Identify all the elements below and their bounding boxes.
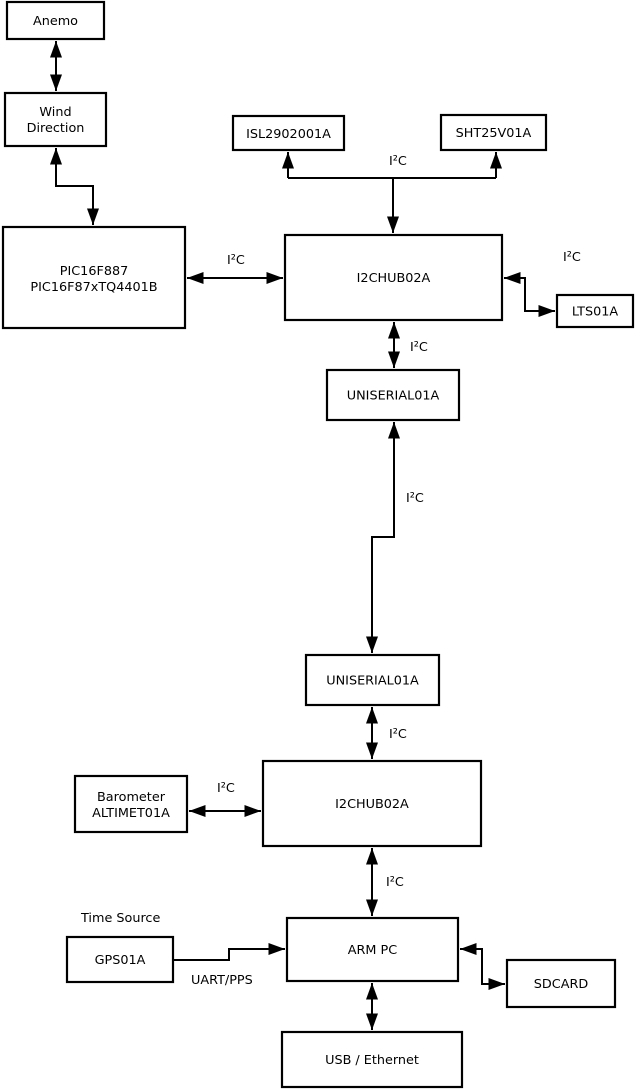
node-i2c-hub-upper: I2CHUB02A bbox=[283, 233, 504, 322]
edge-gps-armpc bbox=[173, 943, 285, 961]
pic-mcu-box bbox=[1, 225, 187, 330]
i2c-label-uniserial-link: I²C bbox=[406, 491, 424, 506]
node-sht-sensor: SHT25V01A bbox=[439, 113, 548, 152]
barometer-label-line2: ALTIMET01A bbox=[92, 806, 170, 821]
barometer-label-line1: Barometer bbox=[97, 790, 166, 805]
sht-sensor-box bbox=[439, 113, 548, 152]
time-source-label: Time Source bbox=[80, 911, 160, 926]
wind-direction-label-line1: Wind bbox=[39, 105, 71, 120]
i2c-label-hub-uniserial-upper: I²C bbox=[410, 340, 428, 355]
node-usb-ethernet: USB / Ethernet bbox=[280, 1030, 464, 1089]
isl-sensor-label: ISL2902001A bbox=[246, 127, 331, 142]
i2c-label-hub-armpc: I²C bbox=[386, 875, 404, 890]
sdcard-label: SDCARD bbox=[534, 977, 589, 992]
node-lts-sensor: LTS01A bbox=[555, 293, 635, 329]
usb-ethernet-box bbox=[280, 1030, 464, 1089]
node-pic-mcu: PIC16F887 PIC16F87xTQ4401B bbox=[1, 225, 187, 330]
wind-direction-label-line2: Direction bbox=[27, 121, 85, 136]
barometer-box bbox=[73, 774, 189, 834]
uniserial-lower-box bbox=[304, 653, 441, 707]
node-isl-sensor: ISL2902001A bbox=[231, 114, 346, 152]
i2c-label-uniserial-hub-lower: I²C bbox=[389, 727, 407, 742]
anemo-label: Anemo bbox=[33, 14, 78, 29]
uniserial-upper-label: UNISERIAL01A bbox=[347, 389, 440, 404]
edge-i2chub-upper-lts bbox=[504, 272, 555, 317]
edge-winddirection-pic bbox=[50, 148, 99, 225]
usb-ethernet-label: USB / Ethernet bbox=[325, 1053, 419, 1068]
node-anemo: Anemo bbox=[5, 0, 106, 41]
isl-sensor-box bbox=[231, 114, 346, 152]
uart-pps-label: UART/PPS bbox=[191, 973, 253, 988]
edge-armpc-sdcard bbox=[460, 943, 505, 990]
node-uniserial-upper: UNISERIAL01A bbox=[325, 368, 461, 422]
node-gps: GPS01A bbox=[65, 935, 175, 984]
sdcard-box bbox=[505, 958, 617, 1009]
wind-direction-box bbox=[3, 91, 108, 148]
uniserial-upper-box bbox=[325, 368, 461, 422]
lts-sensor-label: LTS01A bbox=[572, 305, 619, 320]
arm-pc-label: ARM PC bbox=[348, 943, 397, 958]
node-sdcard: SDCARD bbox=[505, 958, 617, 1009]
i2c-label-pic-hub: I²C bbox=[227, 253, 245, 268]
node-i2c-hub-lower: I2CHUB02A bbox=[261, 759, 483, 848]
gps-label: GPS01A bbox=[95, 953, 146, 968]
pic-mcu-label-line2: PIC16F87xTQ4401B bbox=[30, 280, 157, 295]
gps-box bbox=[65, 935, 175, 984]
uniserial-lower-label: UNISERIAL01A bbox=[326, 674, 419, 689]
i2c-hub-upper-label: I2CHUB02A bbox=[357, 271, 431, 286]
i2c-hub-lower-box bbox=[261, 759, 483, 848]
edge-uniserial-upper-uniserial-lower bbox=[366, 422, 400, 653]
i2c-label-sensor-branch: I²C bbox=[389, 154, 407, 169]
node-arm-pc: ARM PC bbox=[285, 916, 460, 983]
i2c-hub-lower-label: I2CHUB02A bbox=[335, 797, 409, 812]
node-wind-direction: Wind Direction bbox=[3, 91, 108, 148]
pic-mcu-label-line1: PIC16F887 bbox=[60, 264, 129, 279]
anemo-box bbox=[5, 0, 106, 41]
i2c-label-barometer-hub: I²C bbox=[217, 781, 235, 796]
arm-pc-box bbox=[285, 916, 460, 983]
i2c-label-hub-lts: I²C bbox=[563, 250, 581, 265]
i2c-hub-upper-box bbox=[283, 233, 504, 322]
node-barometer: Barometer ALTIMET01A bbox=[73, 774, 189, 834]
sht-sensor-label: SHT25V01A bbox=[456, 126, 532, 141]
node-uniserial-lower: UNISERIAL01A bbox=[304, 653, 441, 707]
lts-sensor-box bbox=[555, 293, 635, 329]
